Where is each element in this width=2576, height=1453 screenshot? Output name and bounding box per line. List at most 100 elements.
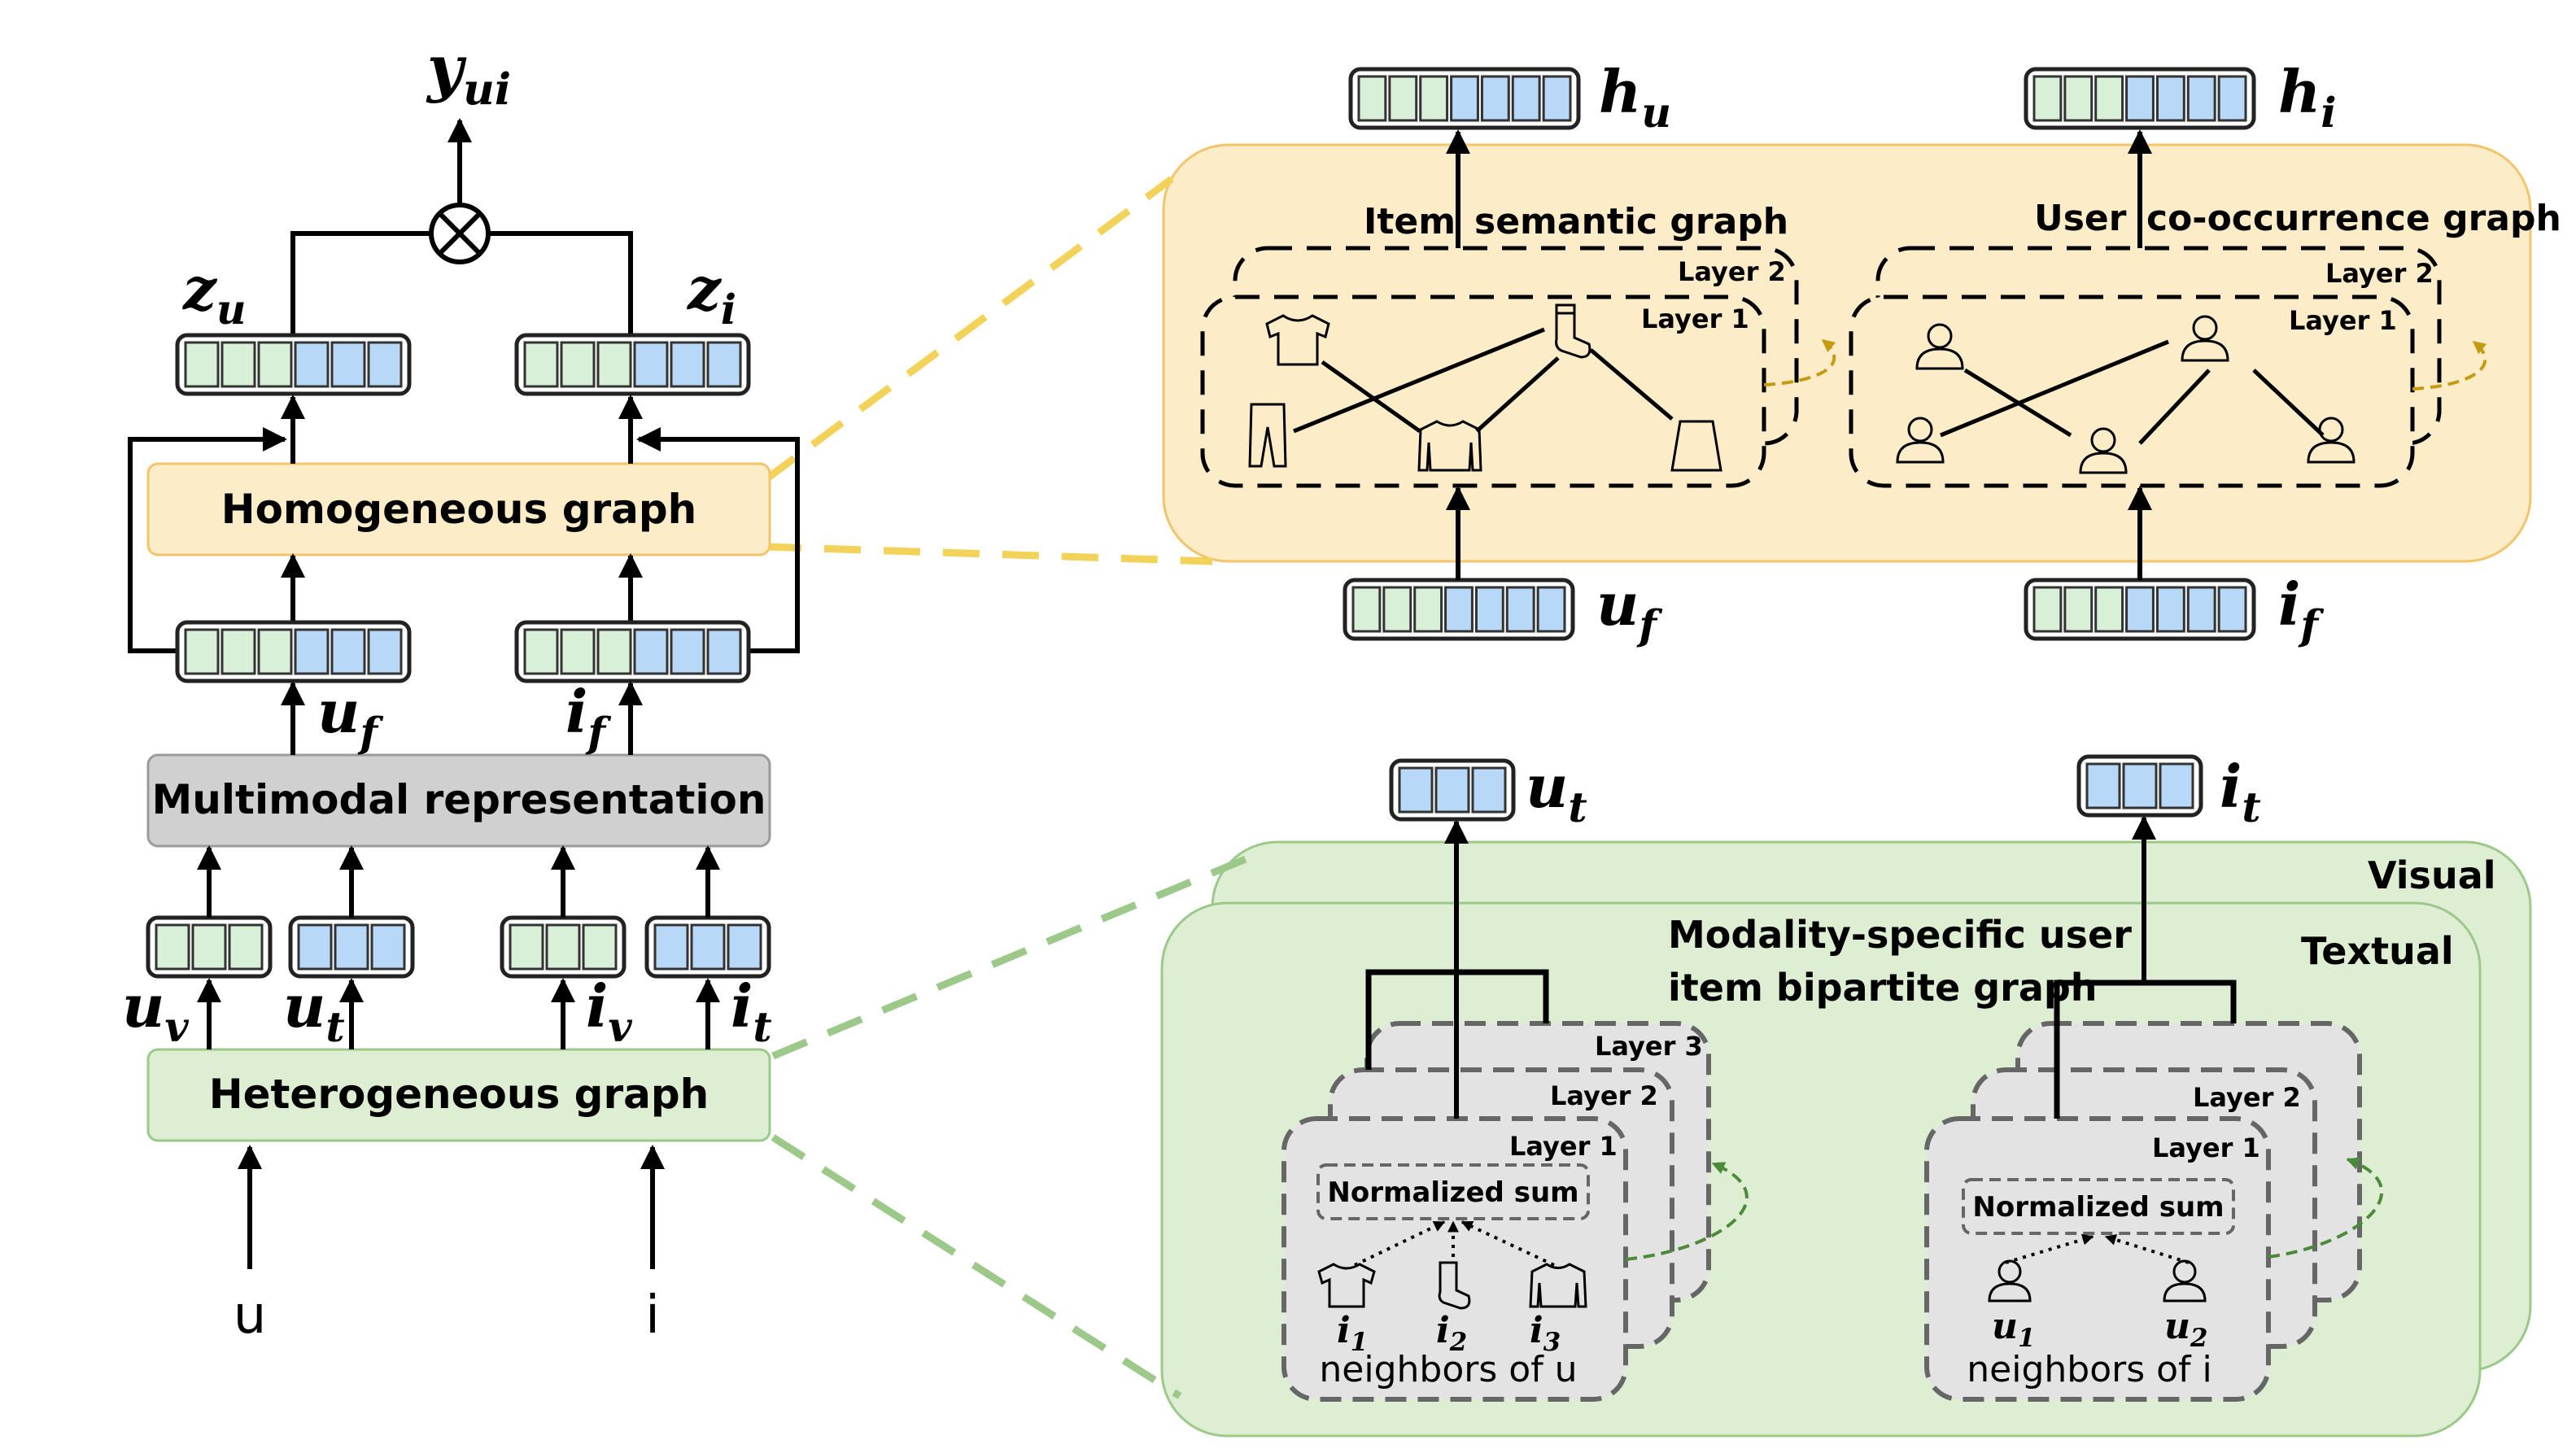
vector-cell-green — [228, 923, 264, 971]
embedding-vector — [175, 620, 412, 683]
vector-cell-blue — [706, 341, 742, 388]
user-stack-recur-arrow — [1625, 1162, 1749, 1261]
vector-cell-green — [1382, 586, 1412, 633]
vector-cell-blue — [367, 628, 403, 675]
zoom-line-green-top — [771, 849, 1263, 1060]
vector-cell-green — [1357, 75, 1387, 122]
multimodal-representation-label: Multimodal representation — [152, 776, 766, 823]
vector-cell-blue — [1474, 586, 1504, 633]
item-edge — [1589, 348, 1674, 421]
embedding-vector — [1343, 578, 1575, 641]
homogeneous-graph-box — [146, 462, 771, 556]
neighbors-of-i: neighbors of i — [1967, 1349, 2211, 1390]
vector-cell-green — [257, 628, 293, 675]
user-recur-arrow — [2412, 340, 2487, 391]
i-f-label: if — [565, 677, 611, 757]
neighbor-i1: i1 — [1337, 1310, 1368, 1357]
z-u-to-multiply — [290, 231, 431, 335]
person-icon — [1896, 417, 1945, 464]
u-f-top-label: uf — [1596, 569, 1662, 649]
item-normalized-sum: Normalized sum — [1972, 1191, 2224, 1224]
skip-if-to-zi — [636, 427, 800, 653]
neighbors-of-u: neighbors of u — [1319, 1349, 1577, 1390]
vector-cell-blue — [1398, 766, 1434, 814]
vector-cell-green — [2032, 75, 2063, 122]
vector-cell-green — [184, 341, 220, 388]
neighbor-i3: i3 — [1530, 1310, 1561, 1357]
embedding-vector — [1348, 67, 1581, 130]
sweater-icon — [1529, 1263, 1587, 1308]
embedding-vector — [514, 620, 751, 683]
neighbor-i2: i2 — [1436, 1310, 1467, 1357]
input-i-label: i — [645, 1285, 660, 1346]
sweater-icon — [1417, 420, 1482, 472]
vector-cell-blue — [690, 923, 726, 971]
vector-cell-blue — [670, 341, 705, 388]
neighbor-u2: u2 — [2164, 1306, 2207, 1353]
embedding-vector — [175, 333, 412, 396]
user-normalized-sum: Normalized sum — [1327, 1176, 1578, 1209]
vector-cell-green — [560, 341, 596, 388]
vector-cell-blue — [670, 628, 705, 675]
person-icon — [2079, 427, 2128, 474]
zoom-line-bottom — [764, 543, 1213, 565]
vector-cell-blue — [297, 923, 333, 971]
h-i-label: hi — [2278, 57, 2337, 137]
vector-cell-green — [560, 628, 596, 675]
person-icon — [1915, 323, 1964, 370]
person-icon — [1988, 1259, 2032, 1302]
zoom-line-green-bottom — [771, 1134, 1182, 1399]
vector-cell-green — [220, 341, 256, 388]
vector-cell-blue — [2186, 75, 2216, 122]
user-graph-title-1: User — [2034, 198, 2127, 239]
shirt-icon — [1265, 314, 1330, 366]
vector-cell-blue — [706, 628, 742, 675]
pants-icon — [1248, 403, 1287, 468]
i-f-top-label: if — [2278, 569, 2324, 649]
vector-cell-green — [2063, 586, 2094, 633]
embedding-vector — [500, 915, 627, 979]
vector-cell-blue — [2125, 586, 2155, 633]
z-i-label: zi — [686, 254, 736, 334]
vector-cell-green — [509, 923, 544, 971]
user-layer-1-label: Layer 1 — [2289, 305, 2397, 336]
vector-cell-green — [1388, 75, 1418, 122]
zoom-line-top — [762, 176, 1174, 483]
user-stack-layer-1-label: Layer 1 — [1509, 1131, 1618, 1162]
dotted-arrow — [2104, 1234, 2190, 1264]
user-edge — [1940, 339, 2169, 438]
item-graph-title-2: semantic graph — [1474, 201, 1788, 242]
vector-cell-blue — [633, 341, 669, 388]
item-graph-title-1: Item — [1364, 201, 1456, 242]
item-layer-1-label: Layer 1 — [1641, 303, 1749, 334]
item-edge — [1321, 360, 1421, 434]
embedding-vector — [2076, 754, 2203, 818]
dotted-arrow — [1354, 1220, 1446, 1267]
shirt-icon — [1317, 1263, 1376, 1308]
u-t-label: ut — [283, 971, 345, 1051]
vector-cell-green — [257, 341, 293, 388]
user-edge — [2252, 369, 2325, 437]
vector-cell-blue — [367, 341, 403, 388]
item-stack-layer-1-label: Layer 1 — [2152, 1132, 2260, 1163]
vector-cell-green — [582, 923, 618, 971]
vector-cell-blue — [1542, 75, 1572, 122]
u-v-label: uv — [122, 971, 189, 1051]
vector-cell-green — [220, 628, 256, 675]
dotted-arrow — [2005, 1233, 2094, 1264]
heterogeneous-graph-label: Heterogeneous graph — [209, 1071, 709, 1118]
vector-cell-blue — [2125, 75, 2155, 122]
embedding-vector — [644, 915, 771, 979]
textual-label: Textual — [2301, 929, 2454, 973]
i-v-label: iv — [586, 971, 632, 1051]
bipartite-title-2: item bipartite graph — [1668, 966, 2098, 1010]
vector-cell-green — [1351, 586, 1382, 633]
vector-cell-green — [2063, 75, 2094, 122]
vector-cell-blue — [1505, 586, 1535, 633]
vector-cell-blue — [2159, 762, 2194, 809]
bipartite-title-1: Modality-specific user — [1668, 913, 2132, 957]
vector-cell-blue — [2217, 75, 2247, 122]
i-t-bottom-label: it — [2220, 752, 2261, 831]
vector-cell-green — [523, 341, 559, 388]
vector-cell-green — [596, 628, 632, 675]
